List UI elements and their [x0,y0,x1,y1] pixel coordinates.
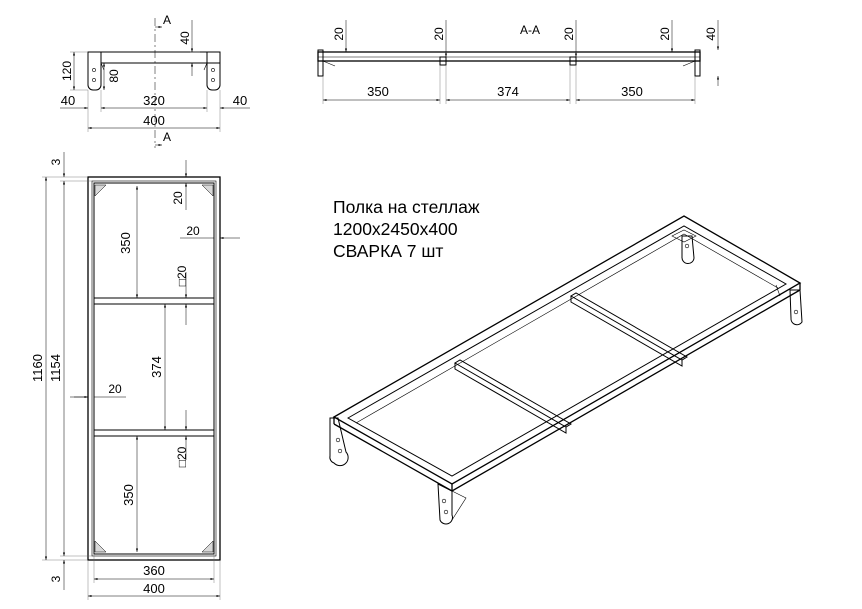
dim-right-offset: 40 [233,93,247,108]
dim-section-mid1-h: 20 [432,27,446,41]
dim-plan-total-width: 400 [143,581,165,596]
dim-inner-width: 320 [143,93,165,108]
dim-inner-length: 1154 [48,354,63,382]
dim-section-left-h: 20 [332,27,346,41]
title-line-name: Полка на стеллаж [333,197,480,217]
cut-mark-top: А [163,13,171,27]
dim-span-top: 350 [118,232,133,254]
title-line-quantity: СВАРКА 7 шт [333,241,444,261]
section-label: А-А [520,23,540,37]
dim-left-offset: 40 [61,93,75,108]
dim-section-span3: 350 [621,84,643,99]
dim-cross2: □20 [175,446,189,467]
dim-post-height: 80 [107,69,121,83]
title-line-dimensions: 1200х2450х400 [333,219,458,239]
plan-view: 1160 1154 3 3 350 374 350 20 20 □20 [30,152,240,600]
dim-cross1: □20 [175,265,189,286]
end-view: А А 40 120 80 40 320 40 [60,13,250,148]
dim-span-mid: 374 [149,356,164,378]
dim-side-w: 20 [108,382,122,396]
isometric-view [329,215,803,525]
dim-height: 120 [60,61,74,81]
dim-section-span2: 374 [497,84,519,99]
dim-section-span1: 350 [367,84,389,99]
dim-total-length: 1160 [30,354,45,382]
dim-corner-w: 20 [171,191,185,205]
dim-plan-inner-width: 360 [143,563,165,578]
dim-span-bot: 350 [121,484,136,506]
dim-rail-w: 20 [186,224,200,238]
dim-section-right-h: 20 [658,27,672,41]
cut-mark-bottom: А [163,130,171,144]
dim-bottom-gap: 3 [49,575,63,582]
dim-section-mid2-h: 20 [562,27,576,41]
section-view: А-А 20 20 20 20 40 350 374 350 [317,20,720,104]
dim-top-thickness: 40 [178,31,192,45]
dim-total-width: 400 [143,113,165,128]
title-block: Полка на стеллаж 1200х2450х400 СВАРКА 7 … [333,196,480,262]
dim-section-right-t: 40 [704,27,718,41]
dim-top-gap: 3 [49,158,63,165]
